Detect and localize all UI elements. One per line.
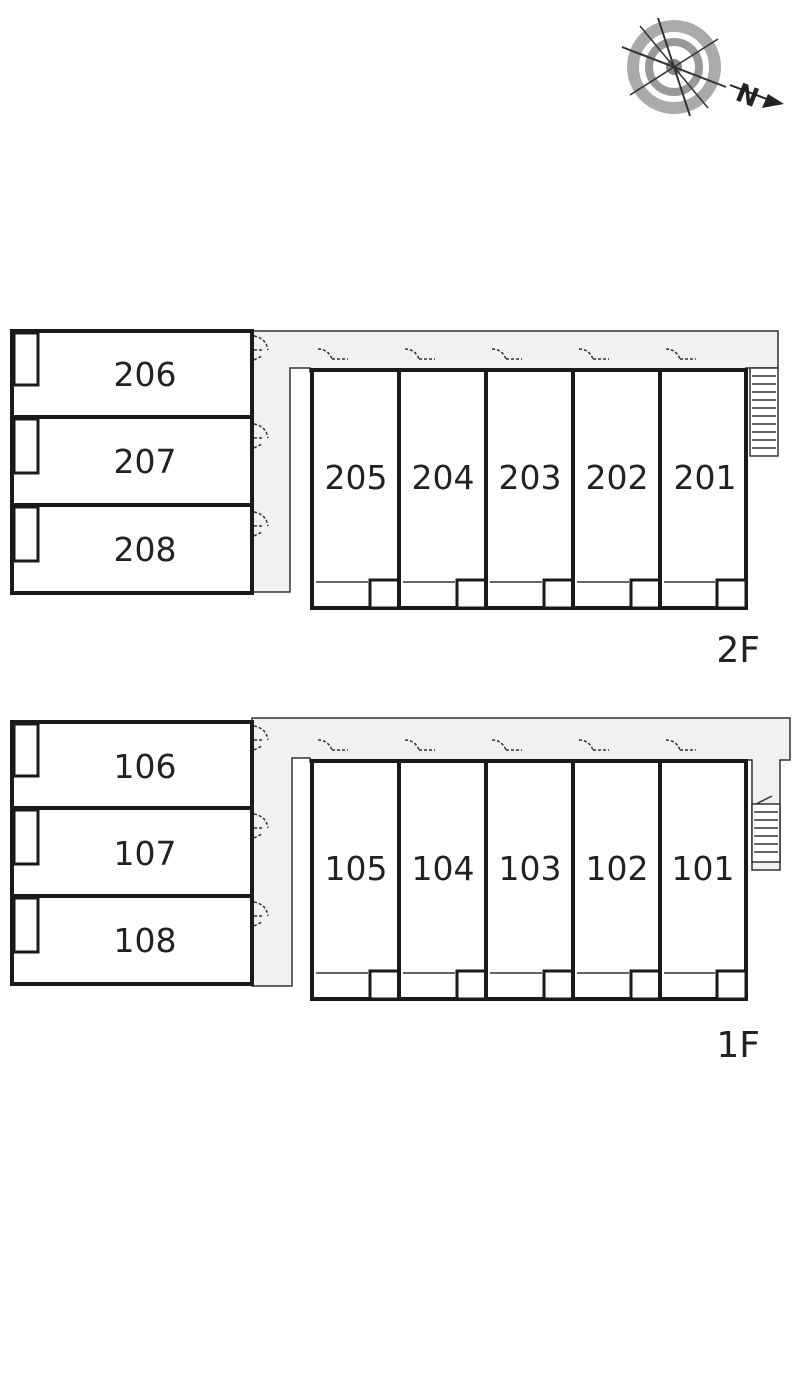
unit-107: 107 — [10, 806, 269, 898]
unit-label-204: 204 — [412, 458, 475, 497]
unit-label-208: 208 — [114, 530, 177, 569]
compass-rose-icon — [621, 17, 727, 117]
unit-101: 101 — [658, 739, 748, 1001]
unit-105: 105 — [310, 739, 401, 1001]
stairs-1f — [751, 795, 781, 863]
north-arrow-icon — [729, 84, 784, 108]
unit-label-104: 104 — [412, 849, 475, 888]
unit-202: 202 — [571, 348, 662, 610]
unit-label-108: 108 — [114, 921, 177, 960]
unit-204: 204 — [397, 348, 488, 610]
unit-label-205: 205 — [325, 458, 388, 497]
unit-label-201: 201 — [674, 458, 737, 497]
floor-label-2f: 2F — [716, 630, 760, 671]
unit-label-202: 202 — [586, 458, 649, 497]
unit-label-103: 103 — [499, 849, 562, 888]
unit-label-207: 207 — [114, 442, 177, 481]
compass: N — [621, 17, 784, 117]
unit-208: 208 — [10, 503, 269, 595]
unit-label-101: 101 — [672, 849, 735, 888]
compass-north-label: N — [731, 78, 762, 114]
floor-1f: 106 107 108 105 104 — [10, 717, 791, 1066]
unit-label-203: 203 — [499, 458, 562, 497]
unit-label-102: 102 — [586, 849, 649, 888]
floor-label-1f: 1F — [716, 1025, 760, 1066]
unit-104: 104 — [397, 739, 488, 1001]
unit-108: 108 — [10, 894, 269, 986]
unit-label-107: 107 — [114, 834, 177, 873]
unit-label-106: 106 — [114, 747, 177, 786]
unit-203: 203 — [484, 348, 575, 610]
unit-106: 106 — [10, 720, 269, 810]
unit-205: 205 — [310, 348, 401, 610]
unit-102: 102 — [571, 739, 662, 1001]
unit-103: 103 — [484, 739, 575, 1001]
floor-2f: 206 207 208 205 204 — [10, 329, 779, 671]
unit-label-206: 206 — [114, 355, 177, 394]
unit-label-105: 105 — [325, 849, 388, 888]
stairs-2f — [749, 367, 779, 457]
unit-207: 207 — [10, 415, 269, 507]
unit-206: 206 — [10, 329, 269, 419]
unit-201: 201 — [658, 348, 748, 610]
